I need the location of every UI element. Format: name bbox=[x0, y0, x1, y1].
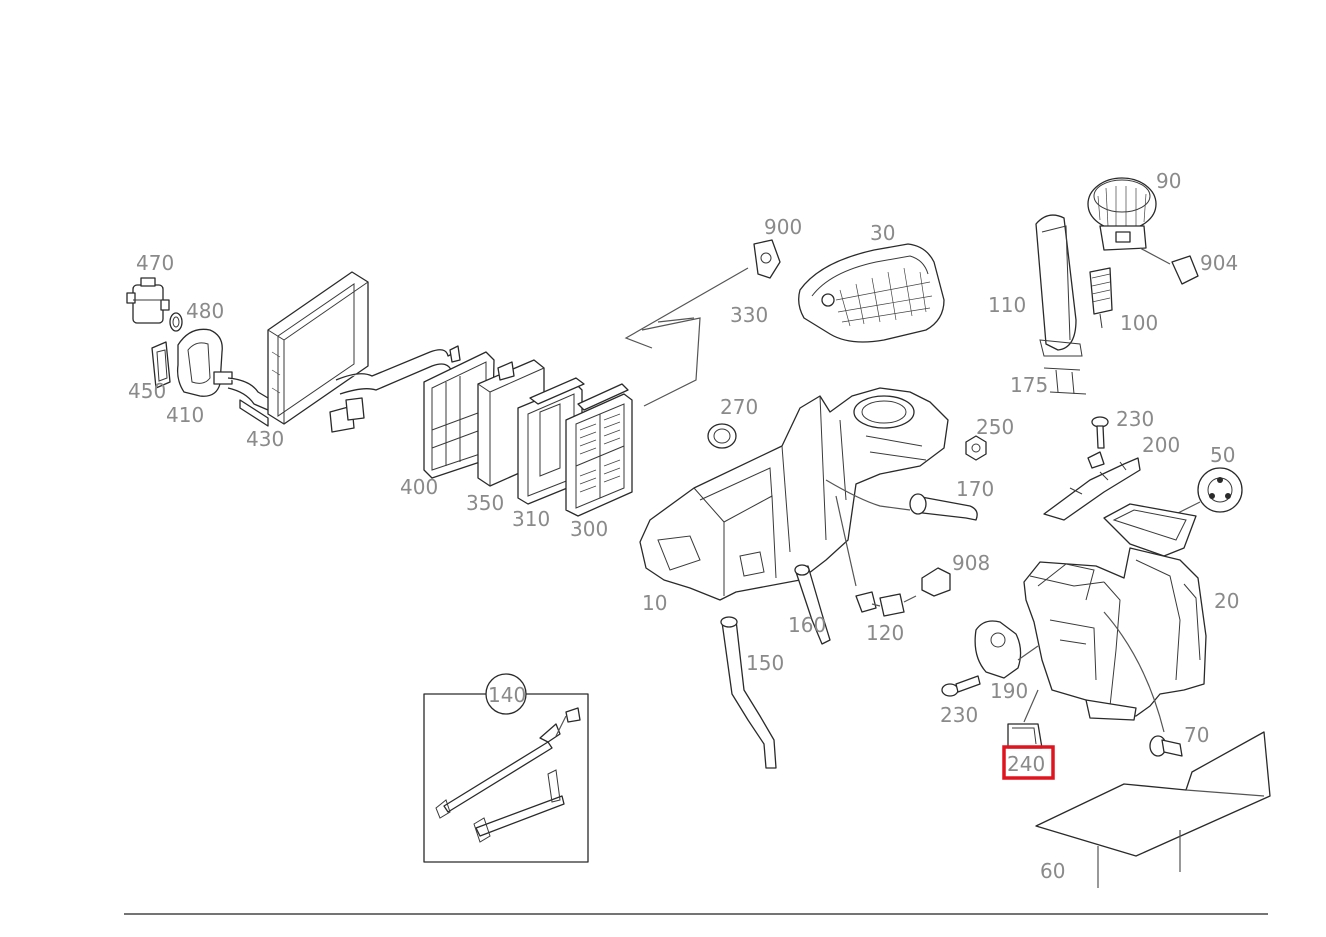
label-450: 450 bbox=[128, 379, 166, 403]
part-400-filter-frame[interactable] bbox=[329, 345, 495, 479]
part-20-housing-right[interactable] bbox=[1023, 503, 1207, 733]
part-110-filter-cover[interactable] bbox=[1035, 214, 1083, 357]
label-160: 160 bbox=[788, 613, 826, 637]
part-300-cabin-filter[interactable] bbox=[565, 383, 633, 517]
label-430: 430 bbox=[246, 427, 284, 451]
label-480: 480 bbox=[186, 299, 224, 323]
part-10-housing-left[interactable] bbox=[639, 387, 949, 601]
label-20: 20 bbox=[1214, 589, 1239, 613]
part-175-seal[interactable] bbox=[1043, 367, 1087, 395]
label-240: 240 bbox=[1007, 752, 1045, 776]
label-230-bottom: 230 bbox=[940, 703, 978, 727]
label-900: 900 bbox=[764, 215, 802, 239]
label-200: 200 bbox=[1142, 433, 1180, 457]
label-400: 400 bbox=[400, 475, 438, 499]
part-908-clip[interactable] bbox=[921, 567, 951, 597]
part-90-blower-motor[interactable] bbox=[1087, 177, 1157, 251]
label-175: 175 bbox=[1010, 373, 1048, 397]
label-110: 110 bbox=[988, 293, 1026, 317]
label-230-top: 230 bbox=[1116, 407, 1154, 431]
part-70-push-pin[interactable] bbox=[1149, 735, 1183, 757]
label-270: 270 bbox=[720, 395, 758, 419]
part-160-hose[interactable] bbox=[794, 564, 831, 645]
part-480-seal-ring[interactable] bbox=[169, 312, 183, 332]
label-170: 170 bbox=[956, 477, 994, 501]
part-904-connector[interactable] bbox=[1139, 247, 1199, 285]
label-70: 70 bbox=[1184, 723, 1209, 747]
part-430-heater-core[interactable] bbox=[227, 271, 369, 427]
label-908: 908 bbox=[952, 551, 990, 575]
part-190-actuator-motor[interactable] bbox=[974, 620, 1039, 679]
label-190: 190 bbox=[990, 679, 1028, 703]
part-330-cable-harness[interactable] bbox=[624, 267, 749, 407]
label-10: 10 bbox=[642, 591, 667, 615]
part-450-gasket[interactable] bbox=[151, 341, 171, 389]
label-120: 120 bbox=[866, 621, 904, 645]
label-470: 470 bbox=[136, 251, 174, 275]
part-270-cap[interactable] bbox=[707, 423, 737, 449]
part-50-detail-callout[interactable] bbox=[1167, 467, 1243, 519]
part-140-inset-box[interactable] bbox=[423, 693, 589, 863]
label-100: 100 bbox=[1120, 311, 1158, 335]
part-200-actuator-rod[interactable] bbox=[1043, 451, 1141, 521]
label-50: 50 bbox=[1210, 443, 1235, 467]
label-300: 300 bbox=[570, 517, 608, 541]
callout-circle-140 bbox=[485, 673, 527, 715]
label-90: 90 bbox=[1156, 169, 1181, 193]
label-904: 904 bbox=[1200, 251, 1238, 275]
part-230-screw-bottom[interactable] bbox=[941, 675, 981, 697]
label-350: 350 bbox=[466, 491, 504, 515]
part-labels: 470 480 450 410 430 400 350 310 300 900 … bbox=[128, 169, 1239, 883]
part-170-drain-tube[interactable] bbox=[909, 493, 978, 521]
part-410-seal[interactable] bbox=[176, 328, 233, 397]
part-150-hose[interactable] bbox=[720, 616, 777, 769]
part-230-screw-top[interactable] bbox=[1091, 416, 1109, 449]
part-60-insulation-mat[interactable] bbox=[1035, 731, 1271, 888]
part-120-sensor[interactable] bbox=[855, 591, 917, 617]
highlight-box-240 bbox=[1002, 745, 1055, 780]
label-30: 30 bbox=[870, 221, 895, 245]
label-60: 60 bbox=[1040, 859, 1065, 883]
label-140-overlay: 140 bbox=[488, 683, 526, 707]
label-330: 330 bbox=[730, 303, 768, 327]
part-30-air-duct[interactable] bbox=[798, 243, 945, 343]
part-250-nut[interactable] bbox=[965, 435, 987, 461]
label-310: 310 bbox=[512, 507, 550, 531]
label-250: 250 bbox=[976, 415, 1014, 439]
label-410: 410 bbox=[166, 403, 204, 427]
part-900-sensor[interactable] bbox=[753, 239, 781, 279]
label-150: 150 bbox=[746, 651, 784, 675]
part-100-resistor[interactable] bbox=[1089, 267, 1113, 329]
part-470-expansion-valve[interactable] bbox=[126, 277, 170, 324]
